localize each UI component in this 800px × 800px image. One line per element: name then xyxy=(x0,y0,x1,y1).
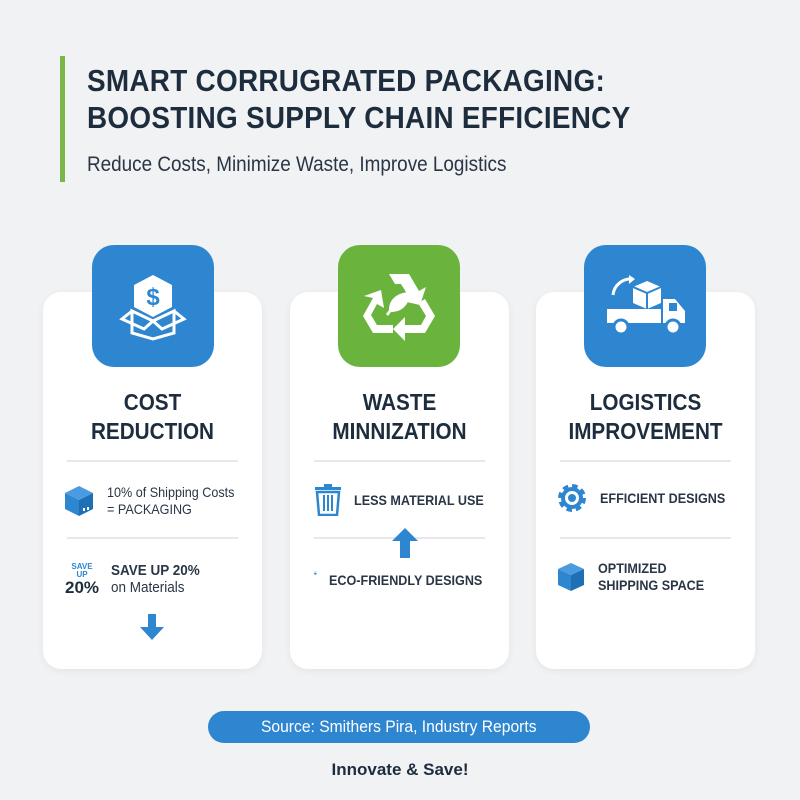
list-item: LESS MATERIAL USE xyxy=(314,484,499,516)
divider xyxy=(314,460,485,462)
list-item: ECO-FRIENDLY DESIGNS xyxy=(314,554,499,592)
gear-icon xyxy=(558,484,586,512)
divider xyxy=(560,460,731,462)
footer-tagline: Innovate & Save! xyxy=(331,760,469,779)
divider xyxy=(67,537,238,539)
list-item: 10% of Shipping Costs= PACKAGING xyxy=(63,484,252,518)
svg-text:$: $ xyxy=(146,284,160,311)
list-item: EFFICIENT DESIGNS xyxy=(556,482,745,514)
title-line-2: BOOSTING SUPPLY CHAIN EFFICIENCY xyxy=(87,100,631,135)
subtitle: Reduce Costs, Minimize Waste, Improve Lo… xyxy=(87,153,507,176)
dollar-box-icon: $ xyxy=(92,245,214,367)
title-line-1: SMART CORRUGRATED PACKAGING: xyxy=(87,63,606,98)
divider xyxy=(67,460,238,462)
truck-icon xyxy=(584,245,706,367)
save-badge: SAVE UP 20% xyxy=(65,561,100,597)
box-icon xyxy=(558,563,584,591)
arrow-down-icon xyxy=(140,614,164,640)
header: SMART CORRUGRATED PACKAGING: BOOSTING SU… xyxy=(60,56,691,182)
list-item: SAVE UP 20% SAVE UP 20%on Materials xyxy=(65,561,200,597)
divider xyxy=(560,537,731,539)
arrow-up-icon xyxy=(392,528,418,558)
source-pill: Source: Smithers Pira, Industry Reports xyxy=(208,711,590,743)
box-arrows-up-icon xyxy=(314,571,317,575)
recycle-icon xyxy=(338,245,460,367)
box-icon xyxy=(65,486,93,516)
trash-icon xyxy=(315,484,341,516)
